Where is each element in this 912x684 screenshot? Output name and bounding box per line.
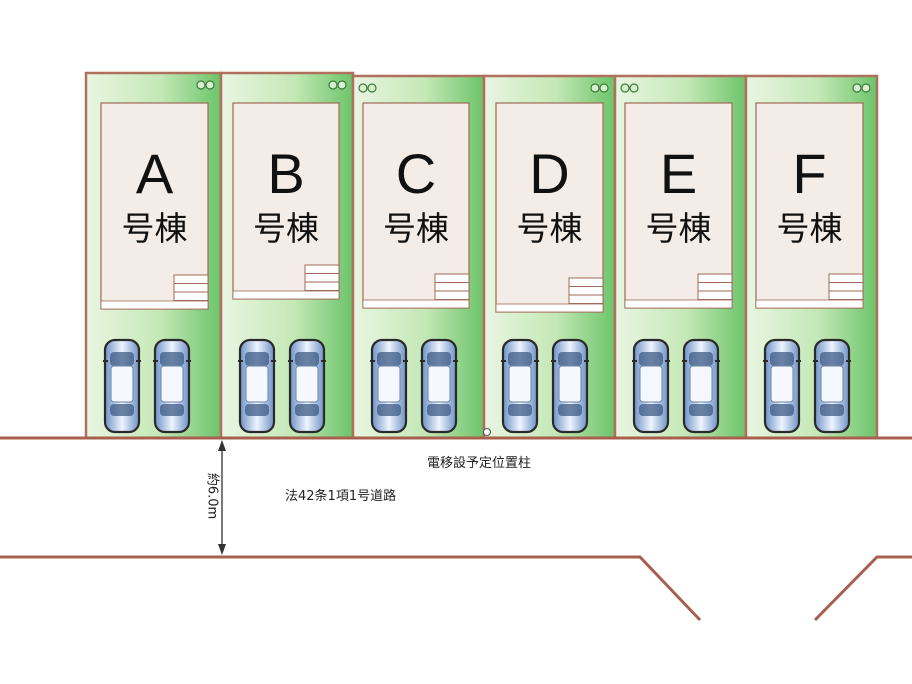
car-icon xyxy=(420,338,458,434)
utility-pole: 電移設予定位置柱 xyxy=(427,428,531,471)
road xyxy=(0,436,912,622)
car-icon xyxy=(501,338,539,434)
meter-icon xyxy=(196,80,215,90)
porch xyxy=(362,299,470,309)
lot-suffix: 号棟 xyxy=(383,209,449,248)
meter-icon xyxy=(620,83,639,93)
dimension-arrow-top xyxy=(218,440,226,451)
dimension-arrow-bottom xyxy=(218,544,226,555)
porch xyxy=(100,300,209,310)
road-bottom-edge xyxy=(0,555,702,622)
car-icon xyxy=(153,338,191,434)
car-icon xyxy=(551,338,589,434)
car-icon xyxy=(238,338,276,434)
lot-d: D 号棟 xyxy=(482,74,617,440)
lot-letter: A xyxy=(136,142,174,205)
house-footprint xyxy=(495,102,604,313)
porch xyxy=(624,299,733,309)
car-icon xyxy=(632,338,670,434)
pole-label: 電移設予定位置柱 xyxy=(427,455,531,471)
lot-b: B 号棟 xyxy=(219,71,355,440)
lots: A 号棟 B 号棟 C 号棟 D 号棟 E 号棟 F 号棟 xyxy=(84,71,879,440)
car-icon xyxy=(103,338,141,434)
lot-letter: D xyxy=(529,142,569,205)
lot-letter: B xyxy=(267,142,304,205)
lot-suffix: 号棟 xyxy=(517,209,583,248)
road-label: 法42条1項1号道路 xyxy=(285,488,396,504)
road-width-dimension: 約6.0m xyxy=(205,440,226,555)
lot-c: C 号棟 xyxy=(351,74,486,440)
porch xyxy=(232,290,340,300)
lot-a: A 号棟 xyxy=(84,71,223,440)
car-icon xyxy=(763,338,801,434)
lot-letter: C xyxy=(396,142,436,205)
lot-suffix: 号棟 xyxy=(253,209,319,248)
lot-suffix: 号棟 xyxy=(122,209,188,248)
car-icon xyxy=(370,338,408,434)
road-width-label: 約6.0m xyxy=(205,473,220,519)
lot-suffix: 号棟 xyxy=(777,209,843,248)
car-icon xyxy=(813,338,851,434)
porch xyxy=(755,299,864,309)
lot-e: E 号棟 xyxy=(613,74,748,440)
road-bottom-edge-right xyxy=(813,555,912,622)
meter-icon xyxy=(590,83,609,93)
car-icon xyxy=(288,338,326,434)
car-icon xyxy=(682,338,720,434)
meter-icon xyxy=(328,80,347,90)
porch xyxy=(495,303,604,313)
lot-f: F 号棟 xyxy=(744,74,879,440)
lot-letter: F xyxy=(792,142,826,205)
meter-icon xyxy=(852,83,871,93)
meter-icon xyxy=(358,83,377,93)
lot-suffix: 号棟 xyxy=(646,209,712,248)
pole-marker-icon xyxy=(483,428,491,436)
lot-letter: E xyxy=(660,142,697,205)
